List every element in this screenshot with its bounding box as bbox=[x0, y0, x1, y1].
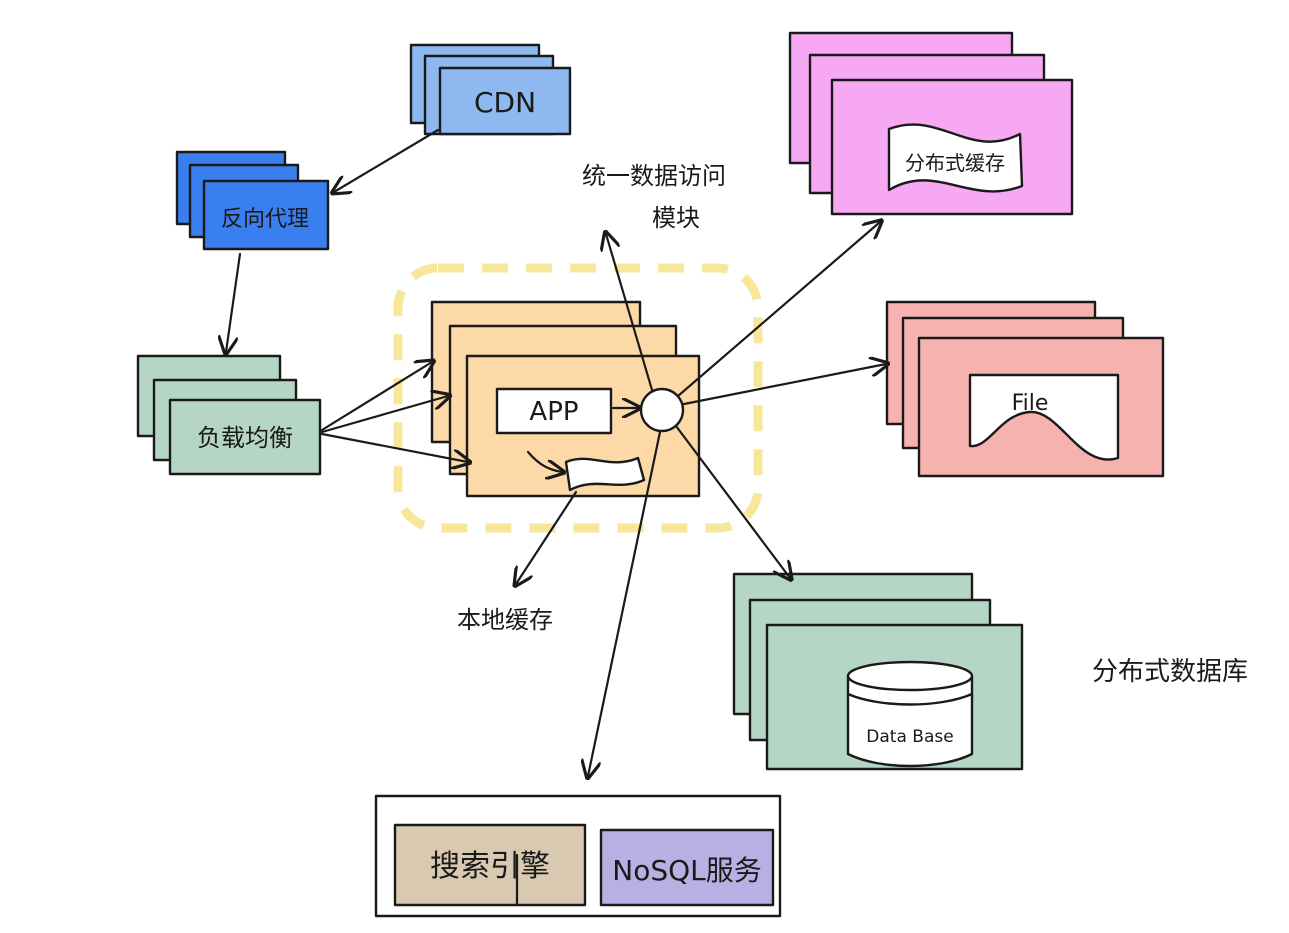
local-cache-annotation: 本地缓存 bbox=[457, 606, 553, 634]
distributed-database-annotation: 分布式数据库 bbox=[1092, 657, 1248, 687]
file-icon bbox=[968, 373, 1120, 461]
edge-hub-to-distributed-cache bbox=[676, 222, 880, 398]
distributed-cache-label: 分布式缓存 bbox=[905, 151, 1005, 175]
app-group-dashed-border bbox=[393, 263, 763, 533]
edge-hub-to-database bbox=[674, 424, 790, 578]
search-engine-node[interactable]: 搜索引擎 bbox=[393, 823, 587, 907]
edge-hub-to-search-nosql bbox=[588, 430, 662, 776]
data-access-module-label-line1: 统一数据访问 bbox=[582, 162, 726, 190]
data-access-module-label-line2: 模块 bbox=[652, 204, 700, 232]
edge-app-to-local-cache-icon bbox=[526, 450, 562, 472]
cdn-node[interactable]: CDN bbox=[409, 43, 572, 136]
cdn-label: CDN bbox=[474, 86, 536, 119]
local-cache-icon bbox=[564, 456, 646, 492]
edge-load-balancer-to-app-1 bbox=[320, 362, 432, 432]
reverse-proxy-label: 反向代理 bbox=[221, 207, 309, 232]
edge-hub-to-data-access-label bbox=[606, 234, 654, 392]
app-label: APP bbox=[529, 397, 578, 427]
edge-hub-to-file bbox=[682, 364, 886, 406]
file-node[interactable]: File bbox=[885, 300, 1165, 478]
edge-local-cache-to-annotation bbox=[516, 490, 578, 584]
database-label: Data Base bbox=[866, 727, 953, 747]
app-node[interactable]: APP bbox=[430, 300, 701, 498]
search-nosql-container bbox=[374, 794, 782, 918]
edge-cdn-to-reverse-proxy bbox=[334, 128, 440, 192]
search-engine-label: 搜索引擎 bbox=[430, 849, 550, 884]
database-cylinder-icon bbox=[846, 660, 974, 768]
nosql-node[interactable]: NoSQL服务 bbox=[599, 828, 775, 907]
distributed-cache-icon bbox=[887, 123, 1024, 193]
edge-load-balancer-to-app-3 bbox=[320, 432, 468, 462]
reverse-proxy-node[interactable]: 反向代理 bbox=[175, 150, 330, 251]
edge-reverse-proxy-to-load-balancer bbox=[226, 252, 242, 352]
nosql-label: NoSQL服务 bbox=[612, 854, 762, 887]
file-label: File bbox=[1012, 391, 1049, 416]
database-node[interactable]: Data Base bbox=[732, 572, 1024, 771]
load-balancer-node[interactable]: 负载均衡 bbox=[136, 354, 322, 476]
edge-load-balancer-to-app-2 bbox=[320, 396, 448, 434]
distributed-cache-node[interactable]: 分布式缓存 bbox=[788, 31, 1074, 216]
app-inner-box bbox=[495, 387, 613, 435]
data-access-hub-icon bbox=[639, 387, 685, 433]
load-balancer-label: 负载均衡 bbox=[197, 424, 293, 452]
